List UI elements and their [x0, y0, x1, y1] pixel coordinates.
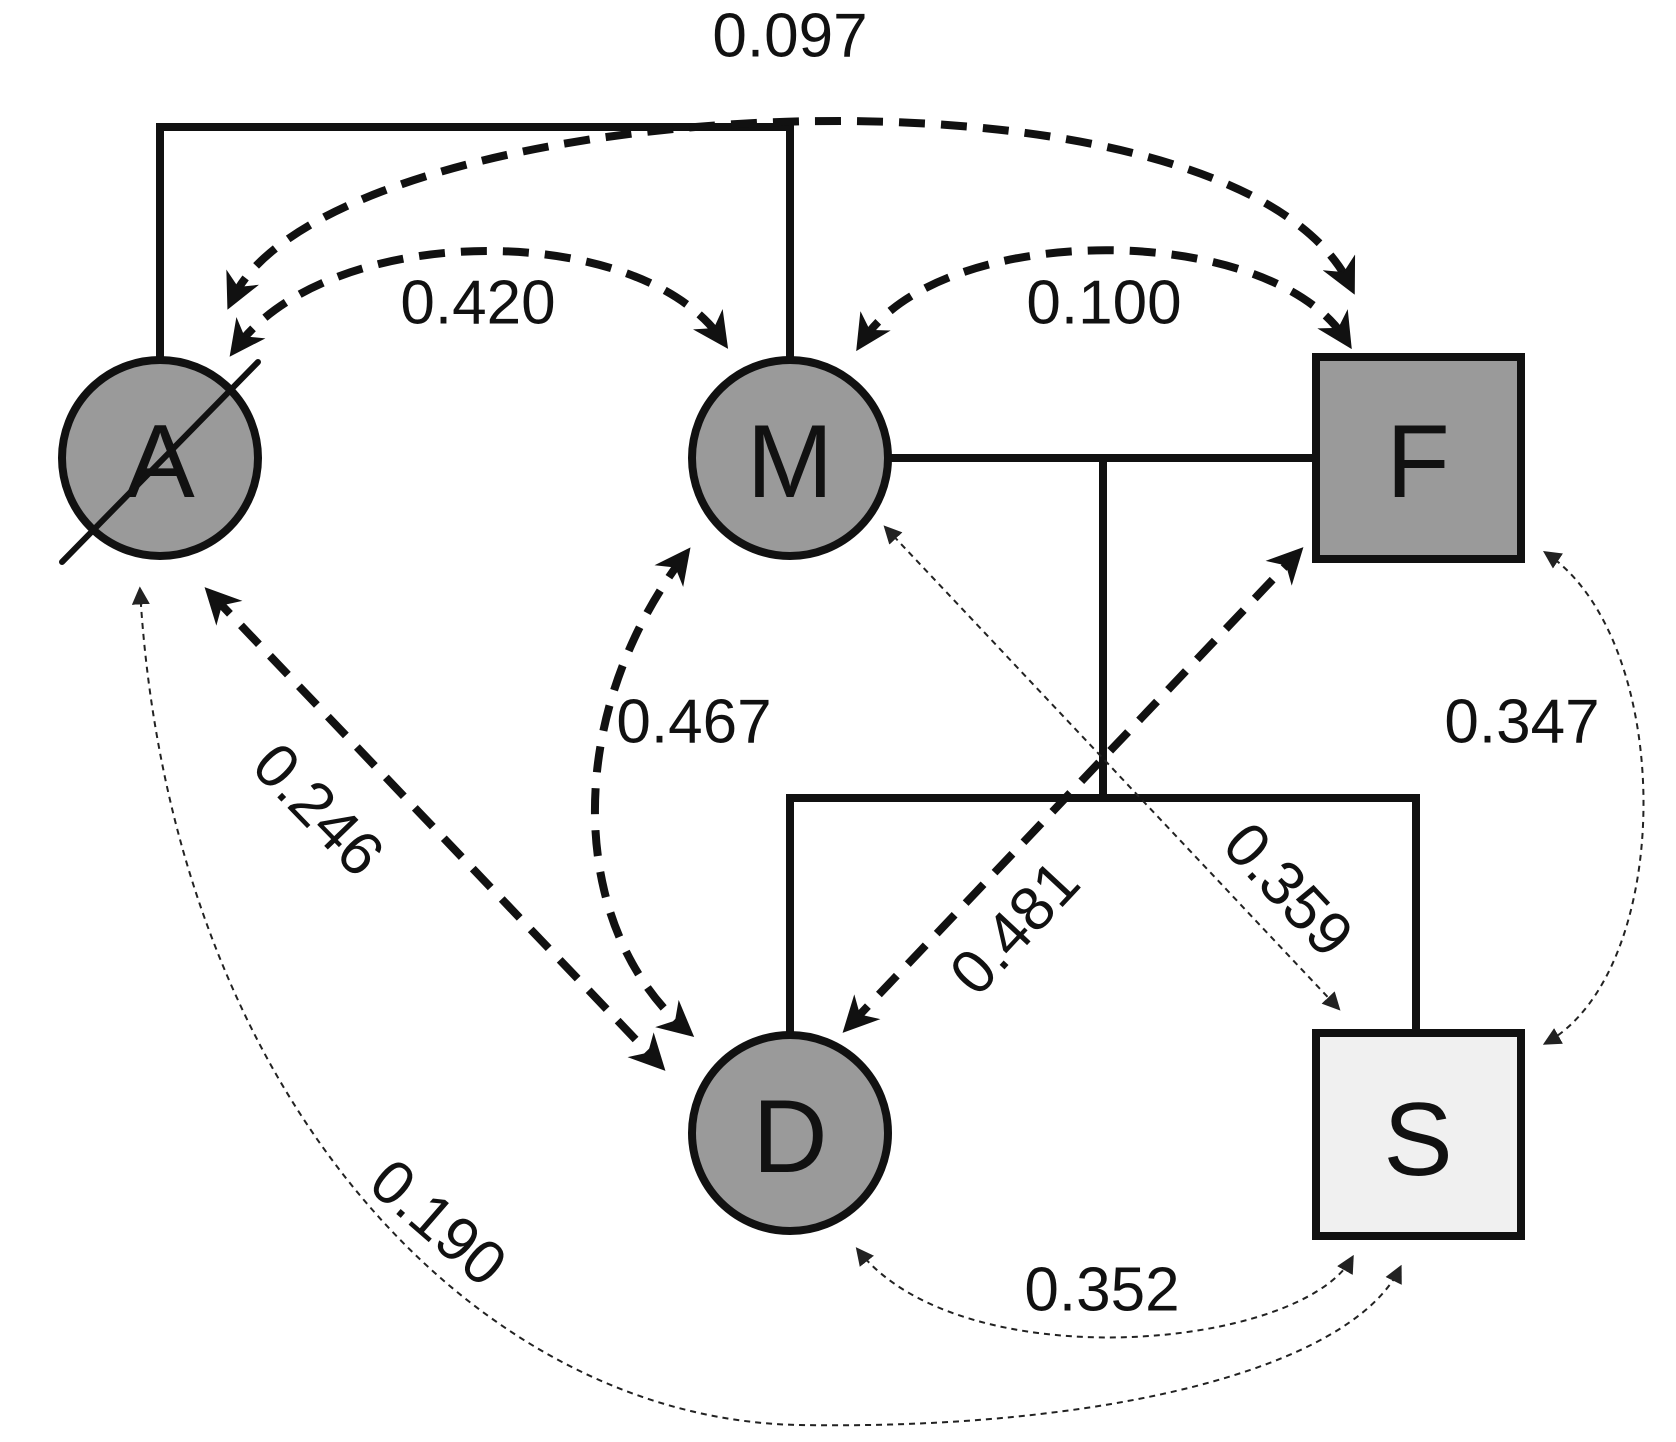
pedigree-nodes: A M F D S — [58, 353, 1525, 1240]
edge-M-F — [856, 246, 1352, 352]
edge-D-S — [855, 1247, 1354, 1339]
edge-A-F — [226, 117, 1355, 310]
correlation-edges — [131, 117, 1645, 1427]
node-S-square — [1312, 1029, 1525, 1240]
deceased-strike-line — [59, 359, 261, 565]
label-D-F: 0.481 — [937, 848, 1093, 1009]
node-M: M — [688, 356, 892, 560]
node-A: A — [58, 356, 262, 565]
edge-M-D — [591, 547, 695, 1038]
label-F-S: 0.347 — [1444, 688, 1599, 757]
node-F-square — [1312, 353, 1525, 563]
grandmother-mother-link — [156, 123, 794, 364]
edge-A-M — [229, 247, 729, 357]
node-F-label: F — [1386, 404, 1450, 520]
node-D-circle — [688, 1031, 892, 1235]
node-S: S — [1312, 1029, 1525, 1240]
node-S-label: S — [1383, 1082, 1452, 1198]
node-M-label: M — [747, 404, 834, 520]
label-A-F: 0.097 — [712, 2, 867, 71]
edge-A-S — [131, 586, 1402, 1427]
node-F: F — [1312, 353, 1525, 563]
label-D-S: 0.352 — [1024, 1256, 1179, 1325]
label-A-D: 0.246 — [239, 730, 396, 890]
label-A-M: 0.420 — [400, 269, 555, 338]
label-M-D: 0.467 — [616, 688, 771, 757]
edge-D-F — [842, 547, 1304, 1033]
label-M-S: 0.359 — [1210, 810, 1366, 971]
label-M-F: 0.100 — [1026, 269, 1181, 338]
label-A-S: 0.190 — [357, 1146, 519, 1300]
node-D: D — [688, 1031, 892, 1235]
edge-A-D — [204, 587, 666, 1071]
edge-M-S — [883, 525, 1341, 1011]
node-D-label: D — [752, 1079, 827, 1195]
edge-F-S — [1542, 550, 1645, 1045]
node-M-circle — [688, 356, 892, 560]
